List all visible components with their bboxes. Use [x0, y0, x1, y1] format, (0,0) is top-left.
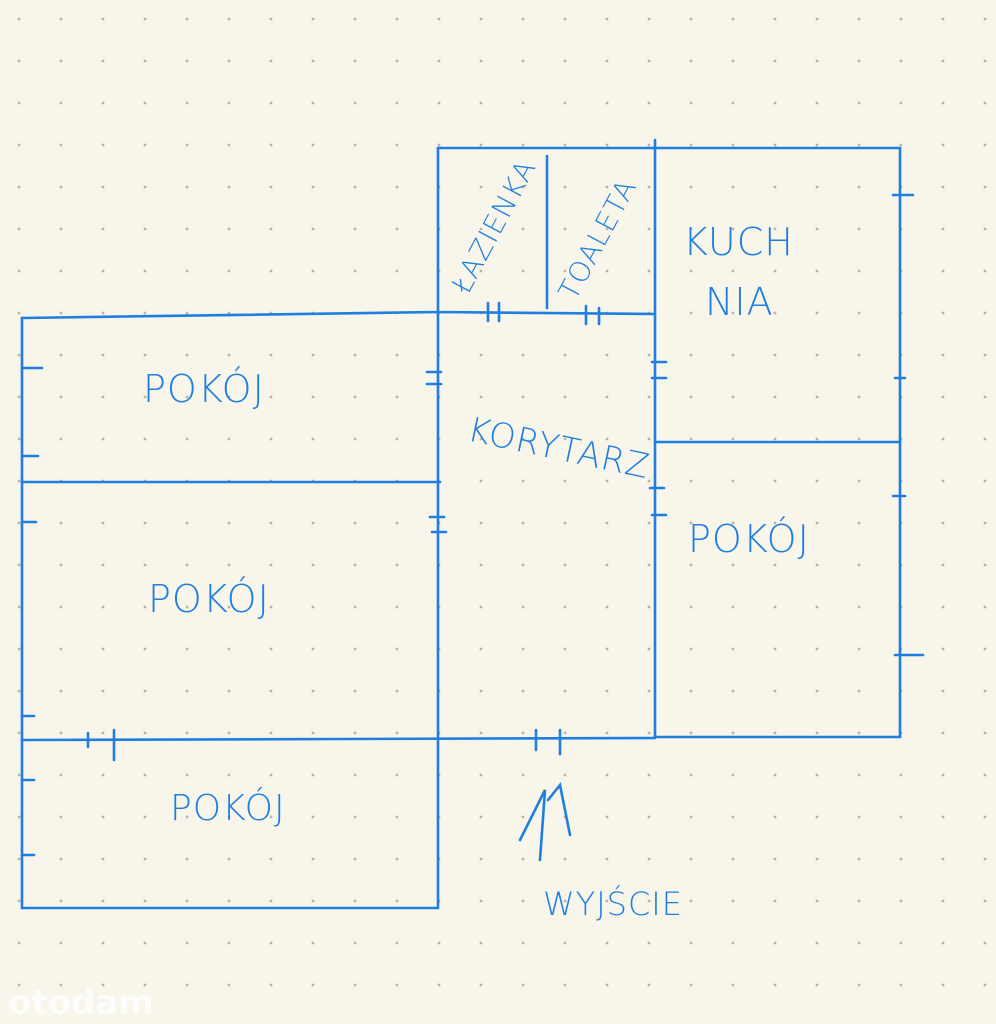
door-marks	[20, 193, 925, 857]
label-corridor: KORYTARZ	[464, 410, 653, 488]
watermark-logo: otodam	[8, 983, 154, 1023]
walls	[20, 138, 902, 910]
label-room-right: POKÓJ	[688, 517, 810, 561]
label-toilet: TOALETA	[552, 173, 643, 305]
label-room-top-left: POKÓJ	[143, 367, 265, 411]
label-room-bottom-left: POKÓJ	[170, 787, 286, 829]
label-kitchen-line1: KUCH	[683, 220, 794, 264]
label-room-middle-left: POKÓJ	[148, 577, 270, 621]
exit-label: WYJŚCIE	[543, 884, 683, 923]
exit-arrow	[518, 782, 572, 862]
label-kitchen-line2: NIA	[705, 280, 774, 324]
label-bathroom: ŁAZIENKA	[445, 154, 543, 299]
